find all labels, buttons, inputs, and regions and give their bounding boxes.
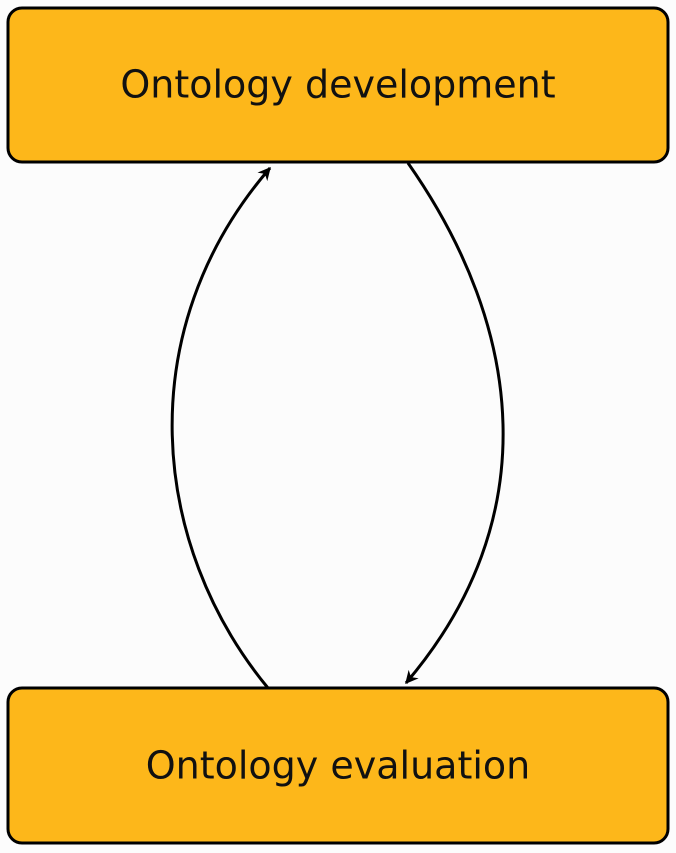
node-ontology-development[interactable]: Ontology development xyxy=(6,6,670,164)
node-ontology-evaluation[interactable]: Ontology evaluation xyxy=(6,686,670,845)
node-label-evaluation: Ontology evaluation xyxy=(146,744,531,788)
edge-evaluation-to-development xyxy=(170,167,272,689)
edge-development-to-evaluation xyxy=(404,162,505,684)
node-box-evaluation xyxy=(6,686,670,845)
node-label-development: Ontology development xyxy=(120,63,555,107)
node-box-development xyxy=(6,6,670,164)
